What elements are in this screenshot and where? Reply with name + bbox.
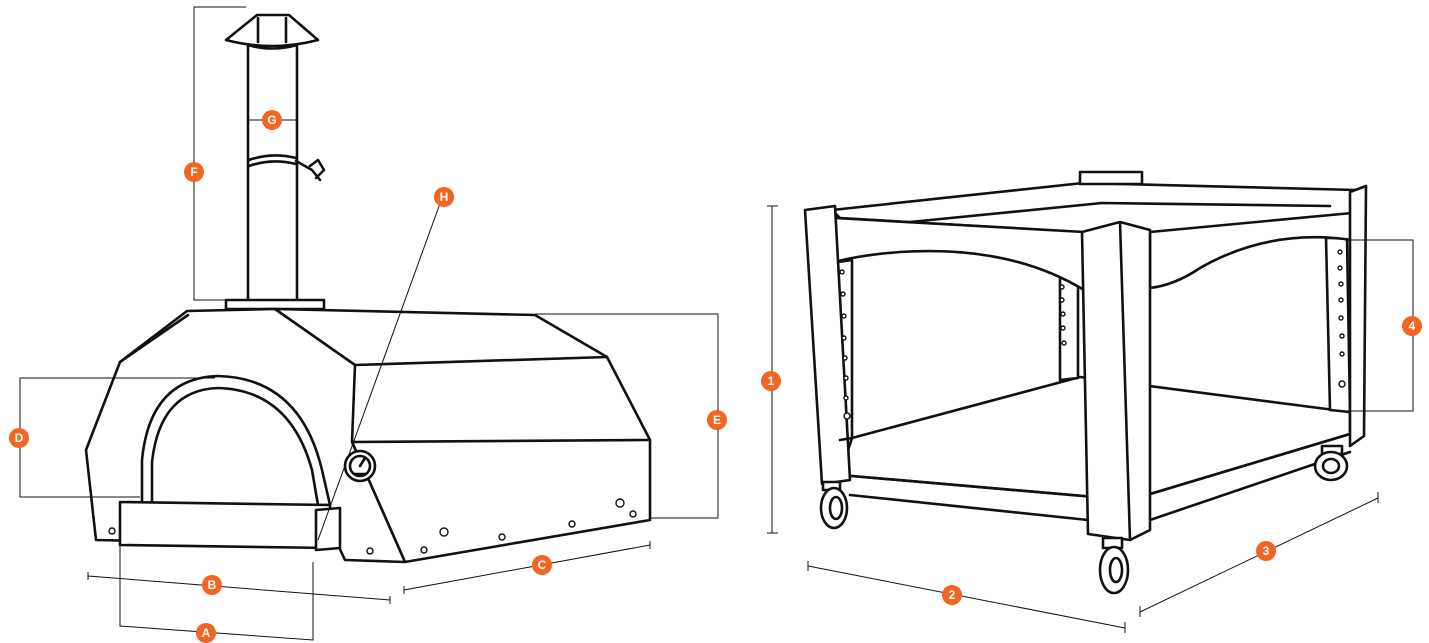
badge-4: 4 [1402,316,1422,336]
badge-1-label: 1 [768,374,775,388]
stand-front-leg-left [803,204,852,486]
badge-c-label: C [538,558,547,572]
oven-door-arch [140,374,332,507]
badge-4-label: 4 [1409,319,1416,333]
badge-2-label: 2 [949,588,956,602]
stand-back-leg-right [1324,236,1352,414]
thermometer-icon [343,449,377,483]
caster-wheel-icon [819,480,849,530]
badge-h: H [434,187,454,207]
caster-wheel-icon [1313,444,1349,482]
oven-stand-illustration [803,170,1368,595]
stand-front-leg-right [1348,184,1368,448]
chimney-pipe [246,43,299,309]
badge-d: D [9,428,29,448]
stand-front-leg-center [1080,220,1152,542]
chimney-flange [224,298,326,311]
badge-f: F [184,162,204,182]
badge-g-label: G [267,113,276,127]
badge-e-label: E [713,413,721,427]
badge-e: E [707,410,727,430]
pizza-oven-illustration [84,13,652,564]
stand-right-apron [1148,211,1354,290]
badge-c: C [532,555,552,575]
badge-b: B [202,575,222,595]
caster-wheel-icon [1098,536,1130,595]
badge-2: 2 [942,585,962,605]
oven-ledge [118,500,332,550]
chimney-cap [224,13,320,48]
badge-a: A [196,623,216,643]
badge-3-label: 3 [1263,544,1270,558]
badge-a-label: A [202,626,211,640]
badge-f-label: F [190,165,197,179]
badge-1: 1 [761,371,781,391]
stand-left-apron [833,216,1086,292]
badge-3: 3 [1256,541,1276,561]
badge-h-label: H [440,190,449,204]
badge-g: G [262,110,282,130]
badge-b-label: B [208,578,217,592]
badge-d-label: D [15,431,24,445]
